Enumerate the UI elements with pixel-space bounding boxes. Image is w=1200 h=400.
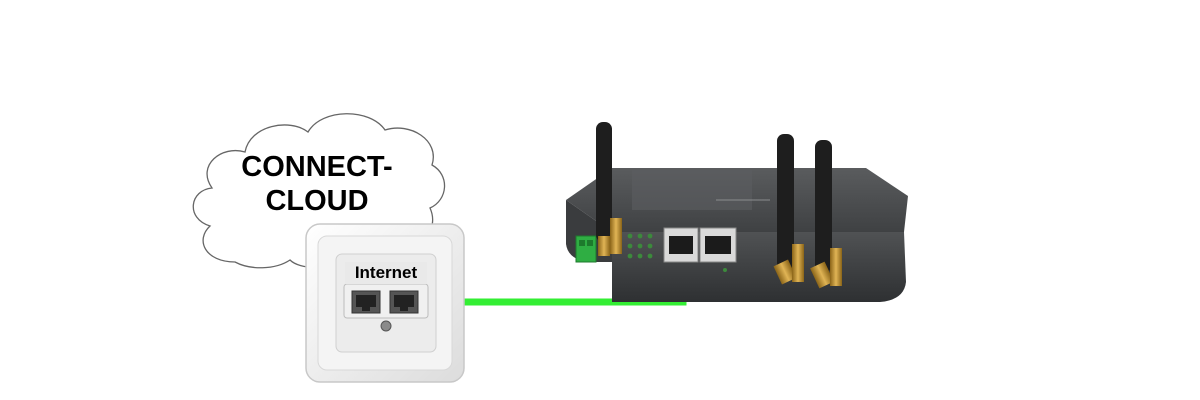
cloud-label-line2: CLOUD bbox=[265, 185, 369, 217]
wall-socket-label: Internet bbox=[345, 262, 427, 284]
ethernet-port-icon bbox=[351, 290, 419, 314]
antenna-icon bbox=[596, 122, 622, 256]
antenna-icon bbox=[773, 134, 804, 285]
cloud-label: CONNECT- CLOUD bbox=[222, 150, 412, 218]
antenna-icon bbox=[810, 140, 842, 289]
ethernet-port-icon bbox=[663, 227, 737, 263]
wall-socket-icon bbox=[305, 223, 465, 383]
cloud-label-line1: CONNECT- bbox=[241, 151, 393, 183]
